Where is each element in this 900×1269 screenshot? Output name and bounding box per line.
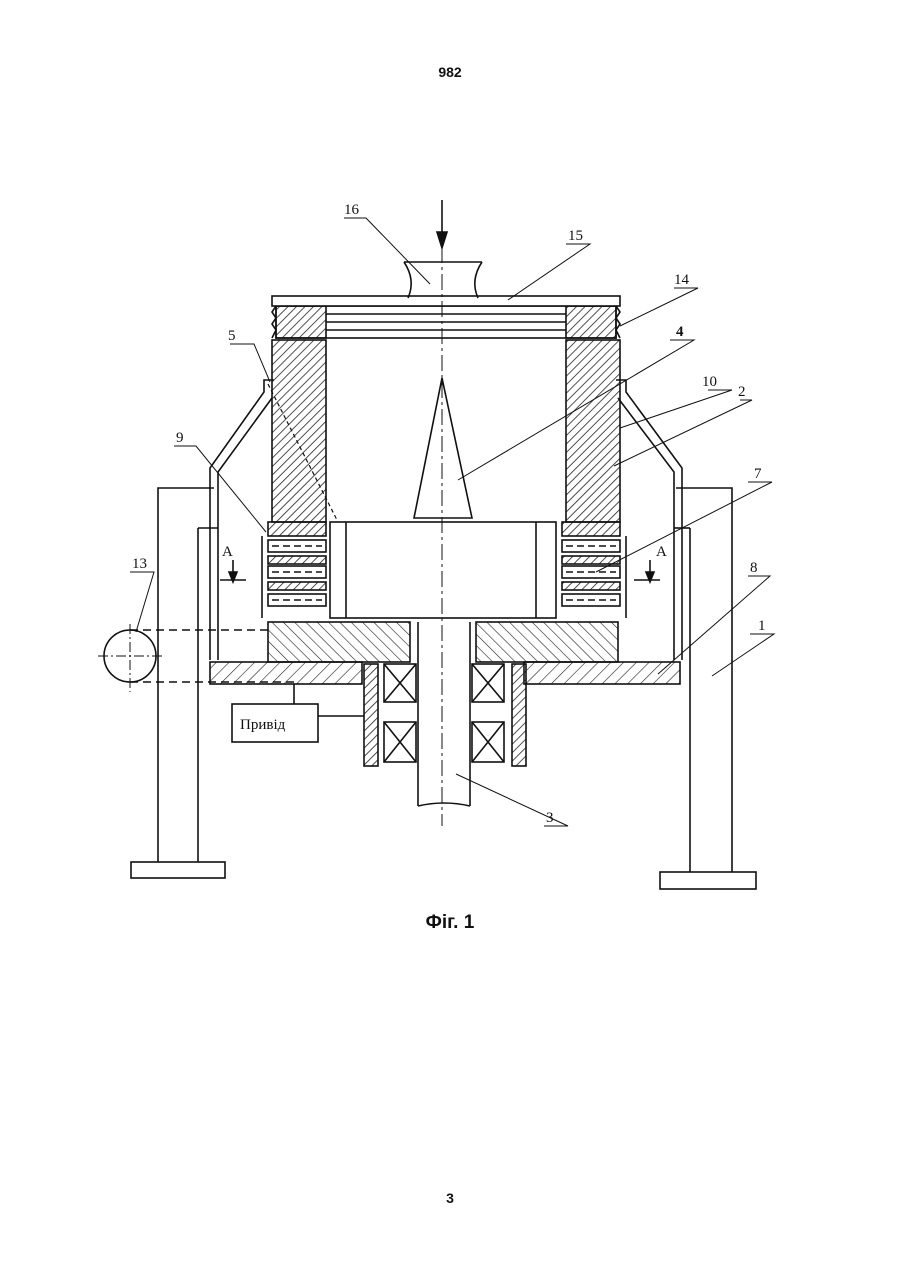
threaded-ring [272,306,620,338]
section-marker-right [634,560,660,582]
callout-10: 10 [702,374,717,390]
rotor-hub [330,522,556,618]
callout-2: 2 [738,384,746,400]
inlet-funnel [404,262,482,298]
lid [272,296,620,306]
grinding-disc-stack-right [562,522,626,618]
callout-15: 15 [568,228,583,244]
distributor-cone [414,378,472,518]
callout-7: 7 [754,466,762,482]
callout-16: 16 [344,202,360,218]
callout-13: 13 [132,556,147,572]
section-label-right: A [656,544,667,560]
drive-box [232,684,364,742]
callout-1: 1 [758,618,766,634]
callout-14: 14 [674,272,690,288]
drive-shaft [418,622,470,806]
section-marker-left [220,560,246,582]
callout-3: 3 [546,810,554,826]
callout-5: 5 [228,328,236,344]
callout-8: 8 [750,560,758,576]
callout-4: 4 [676,324,684,340]
section-label-left: A [222,544,233,560]
callout-9: 9 [176,430,184,446]
base-plate [210,662,680,684]
drive-label: Привід [240,717,286,733]
rotor-base-flange [268,622,618,662]
footer-page-number: 3 [0,1190,900,1206]
bearing-housing [364,664,526,766]
figure-caption: Фіг. 1 [0,912,900,934]
grinding-disc-stack-left [262,522,326,618]
